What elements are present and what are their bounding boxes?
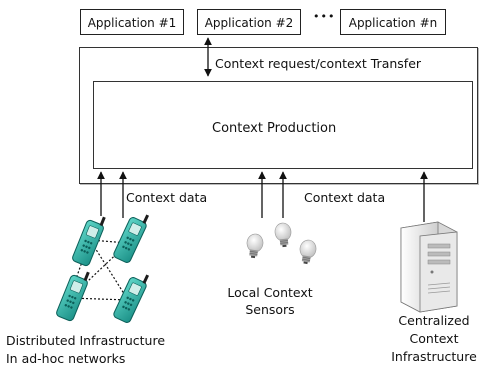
local-sensors-label-line1: Local Context [227, 285, 313, 300]
light-bulb-icon [244, 232, 265, 260]
light-bulb-icon [273, 221, 294, 249]
application-n-label: Application #n [348, 16, 438, 30]
mobile-phone-icon [54, 266, 93, 323]
distributed-label-line1: Distributed Infrastructure [6, 333, 166, 348]
application-box-1: Application #1 [80, 9, 184, 35]
context-production-box [93, 81, 473, 169]
context-production-label: Context Production [212, 121, 337, 136]
context-data-left-label: Context data [126, 190, 208, 205]
application-2-label: Application #2 [204, 16, 294, 30]
context-framework-box [79, 47, 478, 184]
application-box-n: Application #n [340, 9, 446, 35]
distributed-label-line2: In ad-hoc networks [6, 351, 126, 366]
ellipsis: ••• [313, 10, 336, 23]
centralized-label-line1: Centralized [398, 313, 470, 328]
local-sensors-label-line2: Sensors [245, 302, 295, 317]
application-box-2: Application #2 [197, 9, 301, 35]
context-request-label: Context request/context Transfer [215, 56, 422, 71]
application-1-label: Application #1 [87, 16, 177, 30]
server-icon [400, 221, 458, 313]
mobile-phone-icon [70, 211, 109, 268]
context-data-right-label: Context data [304, 190, 386, 205]
centralized-label-line2: Context [409, 331, 459, 346]
centralized-label-line3: Infrastructure [391, 349, 477, 364]
mobile-phone-icon [112, 268, 152, 325]
mobile-phone-icon [112, 208, 152, 265]
light-bulb-icon [297, 238, 318, 266]
